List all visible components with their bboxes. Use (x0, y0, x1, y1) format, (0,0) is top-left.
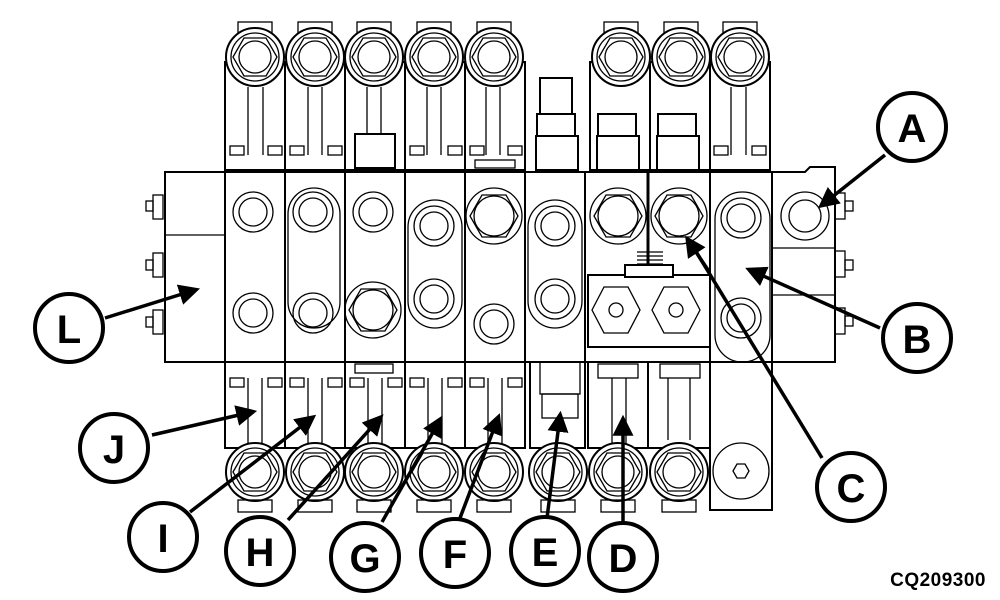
svg-text:C: C (837, 467, 866, 511)
lower-end-plate (709, 361, 773, 511)
arrow-j (151, 405, 258, 437)
svg-text:L: L (57, 308, 81, 352)
arrow-h (286, 414, 384, 522)
arrow-e (545, 410, 569, 519)
callout-e: E (509, 515, 581, 587)
lower-spool-caps (224, 361, 773, 513)
svg-text:F: F (443, 533, 467, 577)
callout-j: J (78, 412, 150, 484)
left-end-cover (164, 171, 226, 363)
arrow-c (685, 235, 710, 271)
svg-text:G: G (349, 537, 380, 581)
svg-text:J: J (103, 428, 125, 472)
callout-l: L (33, 292, 105, 364)
callouts: A B C D E F G H I J L (33, 91, 953, 593)
callout-a: A (876, 91, 948, 163)
arrow-f (458, 413, 503, 519)
callout-b: B (881, 302, 953, 374)
svg-text:B: B (903, 318, 932, 362)
svg-text:A: A (898, 107, 927, 151)
svg-text:I: I (157, 517, 168, 561)
callout-d: D (587, 521, 659, 593)
figure-id-label: CQ209300 (890, 570, 986, 591)
arrow-g (380, 415, 443, 523)
arrow-i (188, 414, 317, 514)
callout-i: I (127, 501, 199, 573)
right-end-cover (771, 166, 836, 363)
valve-body (145, 166, 854, 363)
callout-h: H (224, 515, 296, 587)
callout-g: G (329, 521, 401, 593)
svg-text:H: H (246, 531, 275, 575)
arrow-a (817, 153, 887, 209)
upper-spool-caps (224, 21, 771, 171)
arrow-l (104, 284, 201, 320)
leader-arrows (104, 153, 887, 523)
arrow-c-line (690, 244, 824, 459)
callout-c: C (815, 451, 887, 523)
svg-text:E: E (532, 531, 559, 575)
svg-text:D: D (609, 537, 638, 581)
arrow-b (745, 266, 881, 330)
callout-f: F (419, 517, 491, 589)
